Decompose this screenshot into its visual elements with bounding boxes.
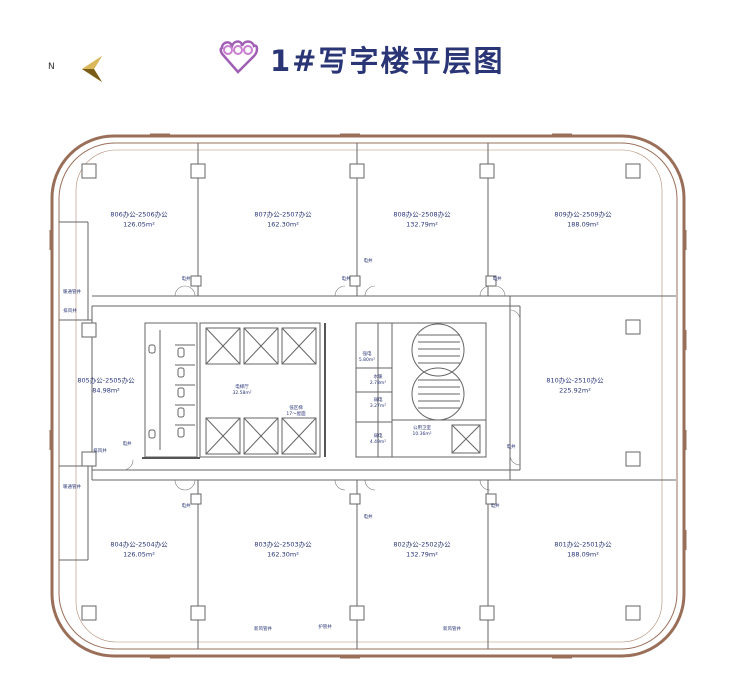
office-name: 807办公-2507办公: [254, 210, 312, 219]
structural-columns: [81, 163, 641, 621]
brand-logo-icon: [219, 40, 259, 74]
office-name: 804办公-2504办公: [110, 540, 168, 549]
office-name: 808办公-2508办公: [393, 210, 451, 219]
office-name: 802办公-2502办公: [393, 540, 451, 549]
window-marks: [49, 133, 687, 659]
shaft-label: 电井: [490, 504, 500, 510]
office-area: 132.79m²: [406, 220, 438, 228]
office-802: 802办公-2502办公 132.79m²: [393, 540, 450, 560]
office-area: 188.09m²: [567, 550, 599, 558]
door-swings: [122, 285, 521, 491]
room-name: 强电: [362, 352, 372, 358]
room-area: 5.80m²: [358, 358, 376, 363]
office-805: 805办公-2505办公 84.98m²: [77, 376, 134, 396]
plumbing-label: 暖通管井: [63, 290, 81, 296]
room-area: 10.36m²: [412, 432, 432, 437]
exhaust-label: 排风井: [93, 449, 107, 455]
stair-core: [355, 322, 487, 458]
shaft-label: 电井: [363, 259, 373, 265]
water-well-label: 水暖 2.78m²: [370, 375, 386, 387]
office-name: 803办公-2503办公: [254, 540, 312, 549]
weak-shaft-2-label: 弱电 4.49m²: [370, 434, 386, 446]
office-name: 801办公-2501办公: [554, 540, 612, 549]
office-area: 132.79m²: [406, 550, 438, 558]
shaft-label: 电井: [181, 504, 191, 510]
page-title: 1#写字楼平层图: [270, 44, 505, 78]
office-810: 810办公-2510办公 225.92m²: [546, 376, 603, 396]
hatch-dots: [142, 323, 326, 459]
shaft-label: 电井: [363, 515, 373, 521]
note-line: 低区梯: [289, 406, 303, 412]
outer-wall: [50, 134, 686, 658]
elevator-hall-label: 电梯厅 32.58m²: [232, 385, 251, 397]
toilet-block: [144, 322, 198, 458]
public-toilet-label: 公用卫室 10.36m²: [412, 426, 431, 438]
office-area: 162.30m²: [267, 220, 299, 228]
pipe-label: 新风管井: [443, 627, 461, 633]
office-809: 809办公-2509办公 188.09m²: [554, 210, 611, 230]
room-area: 4.49m²: [369, 440, 387, 445]
shaft-label: 电井: [492, 277, 502, 283]
shaft-label: 电井: [341, 277, 351, 283]
room-name: 电梯厅: [235, 385, 249, 391]
elevators: [199, 322, 321, 458]
office-name: 806办公-2506办公: [110, 210, 168, 219]
office-name: 809办公-2509办公: [554, 210, 612, 219]
office-801: 801办公-2501办公 188.09m²: [554, 540, 611, 560]
north-arrow-icon: [82, 56, 102, 82]
room-name: 水暖: [373, 375, 383, 381]
strong-shaft-label: 强电 5.80m²: [359, 352, 375, 364]
office-808: 808办公-2508办公 132.79m²: [393, 210, 450, 230]
tube-label: 护管井: [318, 625, 332, 631]
room-area: 3.27m²: [369, 404, 387, 409]
inner-wall: [58, 142, 678, 650]
office-807: 807办公-2507办公 162.30m²: [254, 210, 311, 230]
exhaust-label: 排风井: [63, 309, 77, 315]
office-803: 803办公-2503办公 162.30m²: [254, 540, 311, 560]
office-name: 805办公-2505办公: [77, 376, 135, 385]
plumbing-label: 暖通管井: [63, 485, 81, 491]
room-area: 2.78m²: [369, 381, 387, 386]
room-name: 公用卫室: [412, 426, 431, 432]
floor-slab-line: [75, 149, 663, 643]
note-line: 17～屋面: [286, 412, 306, 417]
room-area: 32.58m²: [232, 391, 252, 396]
office-area: 84.98m²: [92, 386, 120, 394]
office-area: 225.92m²: [559, 386, 591, 394]
shaft-label: 电井: [122, 442, 132, 448]
office-area: 162.30m²: [267, 550, 299, 558]
office-area: 126.05m²: [123, 550, 155, 558]
room-name: 弱电: [373, 398, 383, 404]
header: N 1#写字楼平层图: [0, 0, 740, 100]
weak-shaft-1-label: 弱电 3.27m²: [370, 398, 386, 410]
shaft-label: 电井: [181, 277, 191, 283]
pipe-label: 新风管井: [254, 627, 272, 633]
north-label: N: [48, 62, 55, 72]
office-area: 126.05m²: [123, 220, 155, 228]
partitions: [59, 143, 676, 649]
office-name: 810办公-2510办公: [546, 376, 604, 385]
room-name: 弱电: [373, 434, 383, 440]
office-806: 806办公-2506办公 126.05m²: [110, 210, 167, 230]
office-804: 804办公-2504办公 126.05m²: [110, 540, 167, 560]
elevator-note: 低区梯 17～屋面: [286, 406, 305, 418]
shaft-label: 电井: [506, 445, 516, 451]
office-area: 188.09m²: [567, 220, 599, 228]
